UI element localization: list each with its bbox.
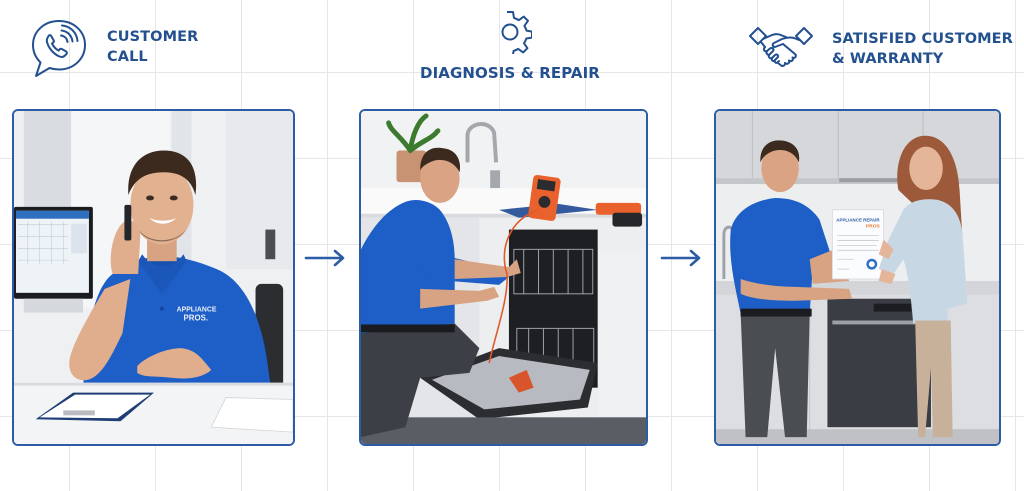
arrow-right-icon <box>660 249 702 272</box>
svg-text:PROS.: PROS. <box>184 313 208 322</box>
step-3-title-line2: & WARRANTY <box>832 51 944 67</box>
svg-text:APPLIANCE REPAIR: APPLIANCE REPAIR <box>836 218 880 223</box>
customer-call-photo: APPLIANCE PROS. <box>14 111 293 444</box>
step-2-photo-card <box>359 109 648 446</box>
step-1-photo-card: APPLIANCE PROS. <box>12 109 295 446</box>
step-3-title-line1: SATISFIED CUSTOMER <box>832 31 1013 47</box>
svg-text:APPLIANCE: APPLIANCE <box>177 307 217 314</box>
step-1-title-line1: CUSTOMER <box>107 29 199 45</box>
step-2-title: DIAGNOSIS & REPAIR <box>420 64 600 82</box>
gear-icon <box>488 10 532 54</box>
arrow-right-icon <box>304 249 346 272</box>
step-1-header: CUSTOMER CALL <box>30 18 198 80</box>
step-3-header: SATISFIED CUSTOMER & WARRANTY <box>748 26 1013 72</box>
handshake-icon <box>748 26 814 72</box>
warranty-handover-photo: APPLIANCE REPAIR PROS <box>716 111 999 444</box>
diagnosis-repair-photo <box>361 111 646 444</box>
step-3-photo-card: APPLIANCE REPAIR PROS <box>714 109 1001 446</box>
svg-text:PROS: PROS <box>866 224 881 230</box>
step-1-title-line2: CALL <box>107 49 148 65</box>
phone-chat-bubble-icon <box>30 18 90 80</box>
step-2-header: DIAGNOSIS & REPAIR <box>410 10 610 83</box>
